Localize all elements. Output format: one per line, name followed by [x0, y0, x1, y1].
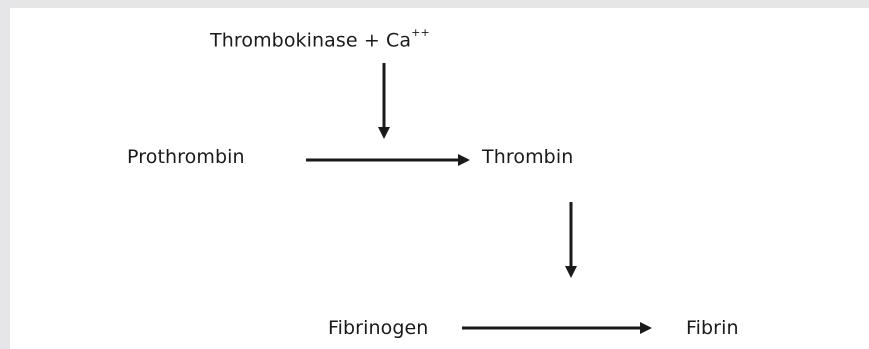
- thrombin-label: Thrombin: [482, 146, 574, 168]
- calcium-charge-superscript: ++: [411, 26, 430, 39]
- prothrombin-to-thrombin-arrow: [306, 154, 470, 166]
- reagent-to-conversion-arrow: [378, 63, 390, 139]
- thrombin-to-conversion-arrow: [565, 202, 577, 278]
- fibrin-label: Fibrin: [686, 317, 739, 339]
- thrombokinase-calcium-text: Thrombokinase + Ca: [210, 29, 412, 52]
- fibrinogen-label: Fibrinogen: [328, 317, 429, 339]
- arrows-layer: [306, 63, 652, 334]
- prothrombin-label: Prothrombin: [127, 146, 245, 168]
- fibrinogen-to-fibrin-arrow: [462, 322, 652, 334]
- diagram-canvas: Thrombokinase + Ca++ Prothrombin Thrombi…: [10, 8, 869, 349]
- thrombokinase-calcium-label: Thrombokinase + Ca++: [210, 24, 430, 52]
